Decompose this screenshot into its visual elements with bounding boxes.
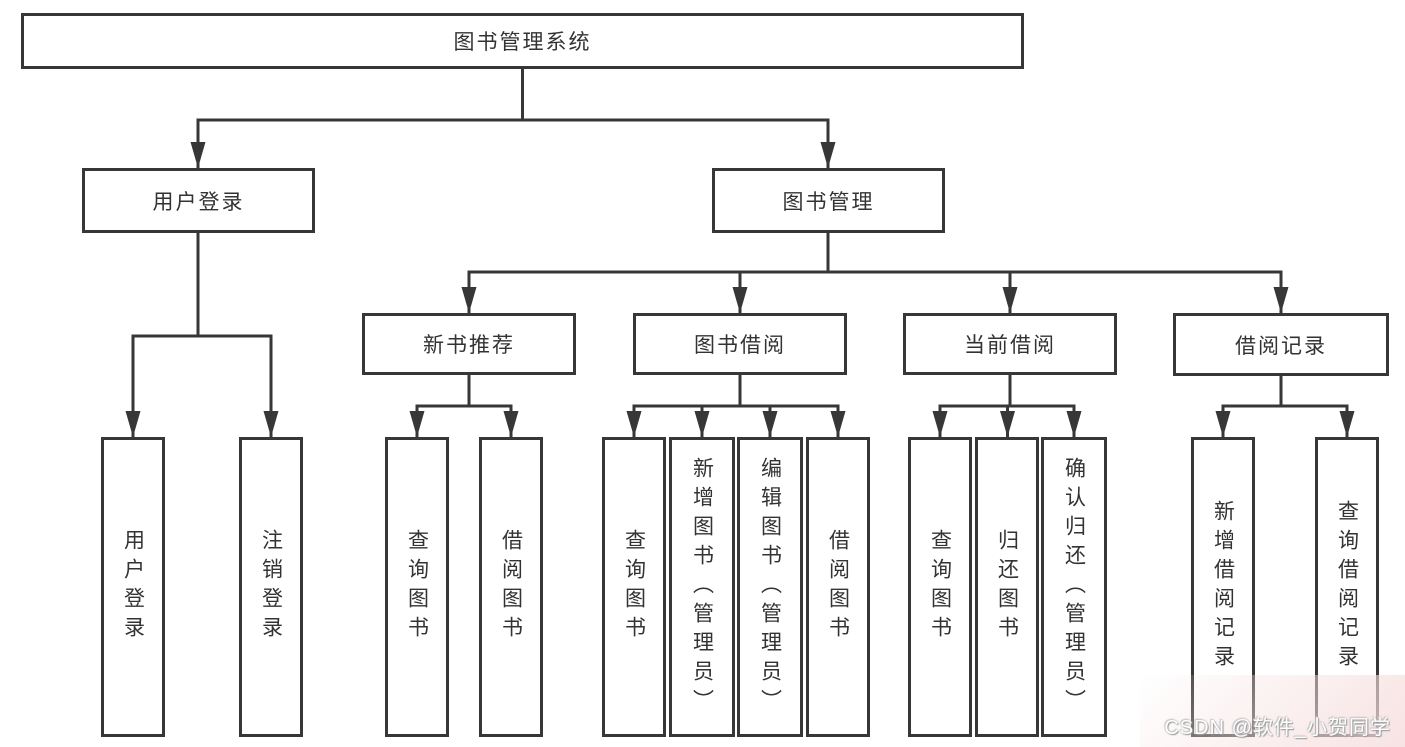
arrow-icon	[732, 287, 748, 313]
watermark: CSDN @软件_小贺同学	[1164, 717, 1391, 739]
connector-book-borrow-children	[626, 375, 846, 437]
connector-borrow-records-children	[1215, 375, 1355, 437]
arrow-icon	[1066, 411, 1082, 437]
arrow-icon	[626, 411, 642, 437]
arrow-icon	[932, 411, 948, 437]
leaf-query-books-borrow: 查询图书	[602, 437, 666, 737]
arrow-icon	[1273, 287, 1289, 313]
node-new-book-rec: 新书推荐	[362, 313, 576, 375]
leaf-borrow-books: 借阅图书	[806, 437, 870, 737]
arrow-icon	[1339, 411, 1355, 437]
leaf-query-borrow-record: 查询借阅记录	[1315, 437, 1379, 737]
node-root: 图书管理系统	[21, 13, 1024, 69]
leaf-confirm-return-admin: 确认归还（管理员）	[1041, 437, 1107, 737]
arrow-icon	[190, 142, 206, 168]
node-current-borrow: 当前借阅	[903, 313, 1117, 375]
arrow-icon	[503, 411, 519, 437]
arrow-icon	[694, 411, 710, 437]
leaf-query-books-rec: 查询图书	[385, 437, 449, 737]
node-book-borrow: 图书借阅	[633, 313, 847, 375]
leaf-query-books-current: 查询图书	[908, 437, 972, 737]
connector-current-borrow-children	[932, 375, 1082, 437]
arrow-icon	[1002, 287, 1018, 313]
node-user-login: 用户登录	[82, 168, 315, 233]
arrow-icon	[820, 142, 836, 168]
arrow-icon	[263, 411, 279, 437]
connector-user-login-children	[125, 233, 279, 437]
connector-new-book-rec-children	[409, 375, 519, 437]
connector-root-to-level2	[190, 69, 836, 168]
leaf-add-book-admin: 新增图书（管理员）	[669, 437, 735, 737]
node-borrow-records: 借阅记录	[1173, 313, 1389, 376]
arrow-icon	[461, 287, 477, 313]
connector-book-mgmt-children	[461, 233, 1289, 313]
leaf-borrow-books-rec: 借阅图书	[479, 437, 543, 737]
arrow-icon	[409, 411, 425, 437]
leaf-return-book: 归还图书	[975, 437, 1039, 737]
node-book-mgmt: 图书管理	[712, 168, 945, 233]
arrow-icon	[1000, 411, 1015, 437]
leaf-edit-book-admin: 编辑图书（管理员）	[737, 437, 803, 737]
arrow-icon	[762, 411, 778, 437]
arrow-icon	[830, 411, 846, 437]
leaf-add-borrow-record: 新增借阅记录	[1191, 437, 1255, 737]
arrow-icon	[125, 411, 141, 437]
leaf-user-login: 用户登录	[101, 437, 165, 737]
arrow-icon	[1215, 411, 1231, 437]
leaf-logout: 注销登录	[239, 437, 303, 737]
